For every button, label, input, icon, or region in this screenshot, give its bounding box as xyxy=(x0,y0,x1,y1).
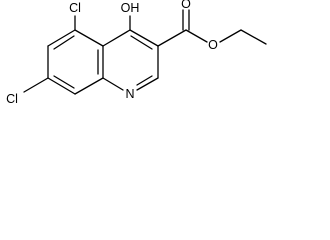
bond xyxy=(47,77,76,95)
chemical-structure-diagram: OH Cl Cl N O O xyxy=(6,0,267,106)
bond xyxy=(185,29,208,43)
bond xyxy=(74,77,104,95)
double-bond-inner xyxy=(130,35,153,50)
bond xyxy=(47,29,76,47)
hydroxyl-label: OH xyxy=(121,1,140,15)
chlorine-7-label: Cl xyxy=(6,92,18,106)
bond-to-chlorine-7 xyxy=(23,77,49,93)
ring-nitrogen-label: N xyxy=(125,87,134,101)
double-bond-inner xyxy=(136,75,153,86)
bond xyxy=(102,77,124,91)
bond xyxy=(129,29,159,47)
bond xyxy=(102,29,131,47)
bond xyxy=(219,29,242,43)
bond xyxy=(157,29,187,47)
double-bond-inner xyxy=(53,75,75,89)
bond xyxy=(136,77,159,91)
bond xyxy=(74,29,104,47)
chlorine-5-label: Cl xyxy=(69,1,81,15)
ester-oxygen-label: O xyxy=(208,38,218,52)
bond xyxy=(240,29,267,45)
double-bond-inner xyxy=(53,35,75,50)
carbonyl-oxygen-label: O xyxy=(181,0,191,11)
